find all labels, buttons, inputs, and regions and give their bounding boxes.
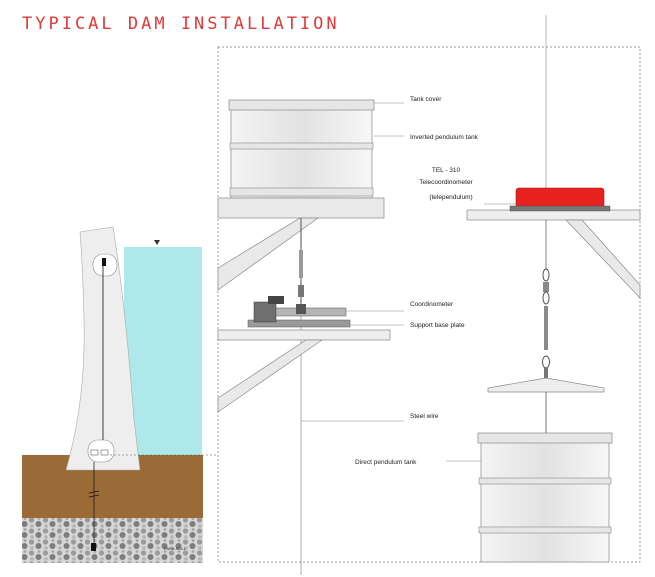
inverted-pendulum-tank bbox=[228, 99, 375, 199]
direct-pendulum-hanger bbox=[542, 220, 550, 378]
label-steel-wire: Steel wire bbox=[410, 413, 439, 420]
label-telecoordinometer: Telecoordinometer bbox=[419, 179, 473, 186]
page-title: TYPICAL DAM INSTALLATION bbox=[22, 14, 340, 34]
direct-tank-cone bbox=[487, 377, 605, 393]
coordinometer bbox=[247, 296, 351, 328]
label-inverted-pendulum-tank: Inverted pendulum tank bbox=[410, 134, 479, 141]
water-level-marker bbox=[154, 240, 160, 245]
right-shelf bbox=[466, 209, 641, 299]
tank-cover-rim bbox=[228, 99, 375, 111]
lower-shelf bbox=[217, 329, 391, 413]
label-telependulum: (telependulum) bbox=[429, 194, 472, 201]
reservoir-water bbox=[124, 247, 202, 455]
label-tank-cover: Tank cover bbox=[410, 96, 442, 103]
dam-upper-tank bbox=[102, 258, 106, 266]
watermark-text: PARA.SOLL bbox=[164, 546, 187, 551]
bedrock-layer bbox=[22, 518, 203, 563]
dam-cross-section: PARA.SOLL bbox=[22, 226, 218, 563]
label-support-base-plate: Support base plate bbox=[410, 322, 465, 329]
detail-frame bbox=[217, 46, 641, 563]
label-tel-model: TEL - 310 bbox=[432, 167, 461, 174]
label-coordinometer: Coordinometer bbox=[410, 301, 454, 308]
label-direct-pendulum-tank: Direct pendulum tank bbox=[355, 459, 417, 466]
direct-pendulum-tank bbox=[477, 432, 613, 563]
dam-anchor bbox=[91, 543, 96, 551]
